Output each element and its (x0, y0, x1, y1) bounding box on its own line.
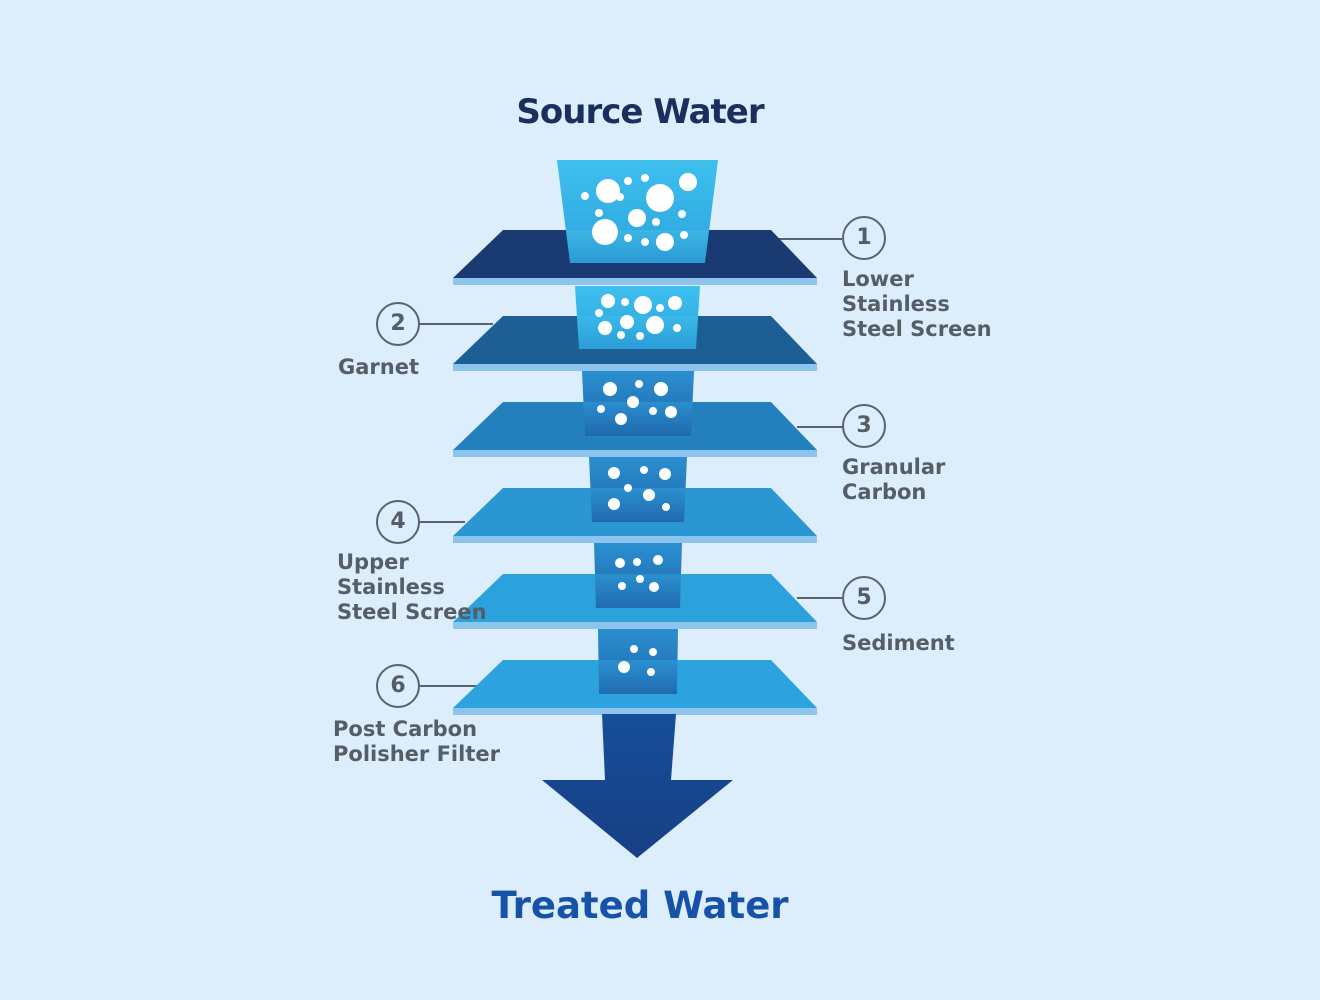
filter-layer-1 (453, 160, 817, 285)
connector-lines (420, 238, 842, 687)
filter-plate-edge-6 (453, 708, 817, 715)
particle-icon (616, 193, 624, 201)
particle-icon (656, 233, 674, 251)
particle-icon (624, 234, 632, 242)
particle-icon (646, 316, 664, 334)
particle-icon (615, 558, 625, 568)
water-cup-front-4 (590, 488, 686, 522)
stage-2-label: Garnet (338, 355, 419, 379)
particle-icon (653, 555, 663, 565)
particle-icon (597, 405, 605, 413)
filter-layer-3 (453, 371, 817, 457)
stage-3-label: Granular Carbon (842, 455, 946, 504)
particle-icon (649, 582, 659, 592)
particle-icon (634, 296, 652, 314)
source-water-title: Source Water (516, 92, 764, 132)
filter-plate-edge-3 (453, 450, 817, 457)
particle-icon (640, 466, 648, 474)
filter-plate-edge-5 (453, 622, 817, 629)
particle-icon (592, 219, 618, 245)
particle-icon (662, 503, 670, 511)
particle-icon (673, 324, 681, 332)
stage-5-number-badge: 5 (842, 576, 886, 620)
particle-icon (649, 407, 657, 415)
filter-layer-2 (453, 286, 817, 371)
particle-icon (601, 294, 615, 308)
particle-icon (620, 315, 634, 329)
particle-icon (635, 380, 643, 388)
particle-icon (665, 406, 677, 418)
particle-icon (652, 218, 660, 226)
particle-icon (595, 209, 603, 217)
particle-icon (636, 332, 644, 340)
particle-icon (618, 661, 630, 673)
water-cup-front-2 (576, 316, 699, 349)
particle-icon (621, 298, 629, 306)
particle-icon (654, 382, 668, 396)
filter-layers (453, 160, 817, 715)
particle-icon (641, 174, 649, 182)
particle-icon (628, 209, 646, 227)
particle-icon (656, 304, 664, 312)
particle-icon (646, 184, 674, 212)
output-arrow (542, 714, 733, 858)
particle-icon (608, 467, 620, 479)
particle-icon (643, 489, 655, 501)
particle-icon (636, 575, 644, 583)
particle-icon (678, 210, 686, 218)
filter-plate-edge-2 (453, 364, 817, 371)
particle-icon (624, 177, 632, 185)
particle-icon (615, 413, 627, 425)
particle-icon (680, 231, 688, 239)
stage-6-label: Post Carbon Polisher Filter (333, 717, 500, 766)
particle-icon (641, 238, 649, 246)
particle-icon (608, 498, 620, 510)
water-cup-front-6 (598, 660, 678, 694)
stage-3-number-badge: 3 (842, 404, 886, 448)
particle-icon (581, 192, 589, 200)
particle-icon (679, 173, 697, 191)
stage-1-label: Lower Stainless Steel Screen (842, 267, 992, 341)
particle-icon (624, 484, 632, 492)
stage-5-label: Sediment (842, 631, 955, 655)
particle-icon (633, 558, 641, 566)
particle-icon (596, 179, 620, 203)
filter-layer-5 (453, 543, 817, 629)
stage-2-number-badge: 2 (376, 302, 420, 346)
stage-4-label: Upper Stainless Steel Screen (337, 550, 487, 624)
stage-4-number-badge: 4 (376, 500, 420, 544)
filter-layer-4 (453, 457, 817, 543)
stage-1-number-badge: 1 (842, 216, 886, 260)
particle-icon (595, 309, 603, 317)
water-cup-front-5 (594, 574, 682, 608)
particle-icon (603, 382, 617, 396)
filter-layer-6 (453, 629, 817, 715)
particle-icon (598, 321, 612, 335)
particle-icon (659, 468, 671, 480)
stage-6-number-badge: 6 (376, 664, 420, 708)
treated-water-title: Treated Water (491, 884, 789, 927)
particle-icon (647, 668, 655, 676)
particle-icon (668, 296, 682, 310)
particle-icon (630, 645, 638, 653)
filter-plate-edge-1 (453, 278, 817, 285)
filter-plate-edge-4 (453, 536, 817, 543)
particle-icon (618, 582, 626, 590)
particle-icon (627, 396, 639, 408)
down-arrow-icon (542, 714, 733, 858)
particle-icon (649, 648, 657, 656)
particle-icon (617, 331, 625, 339)
